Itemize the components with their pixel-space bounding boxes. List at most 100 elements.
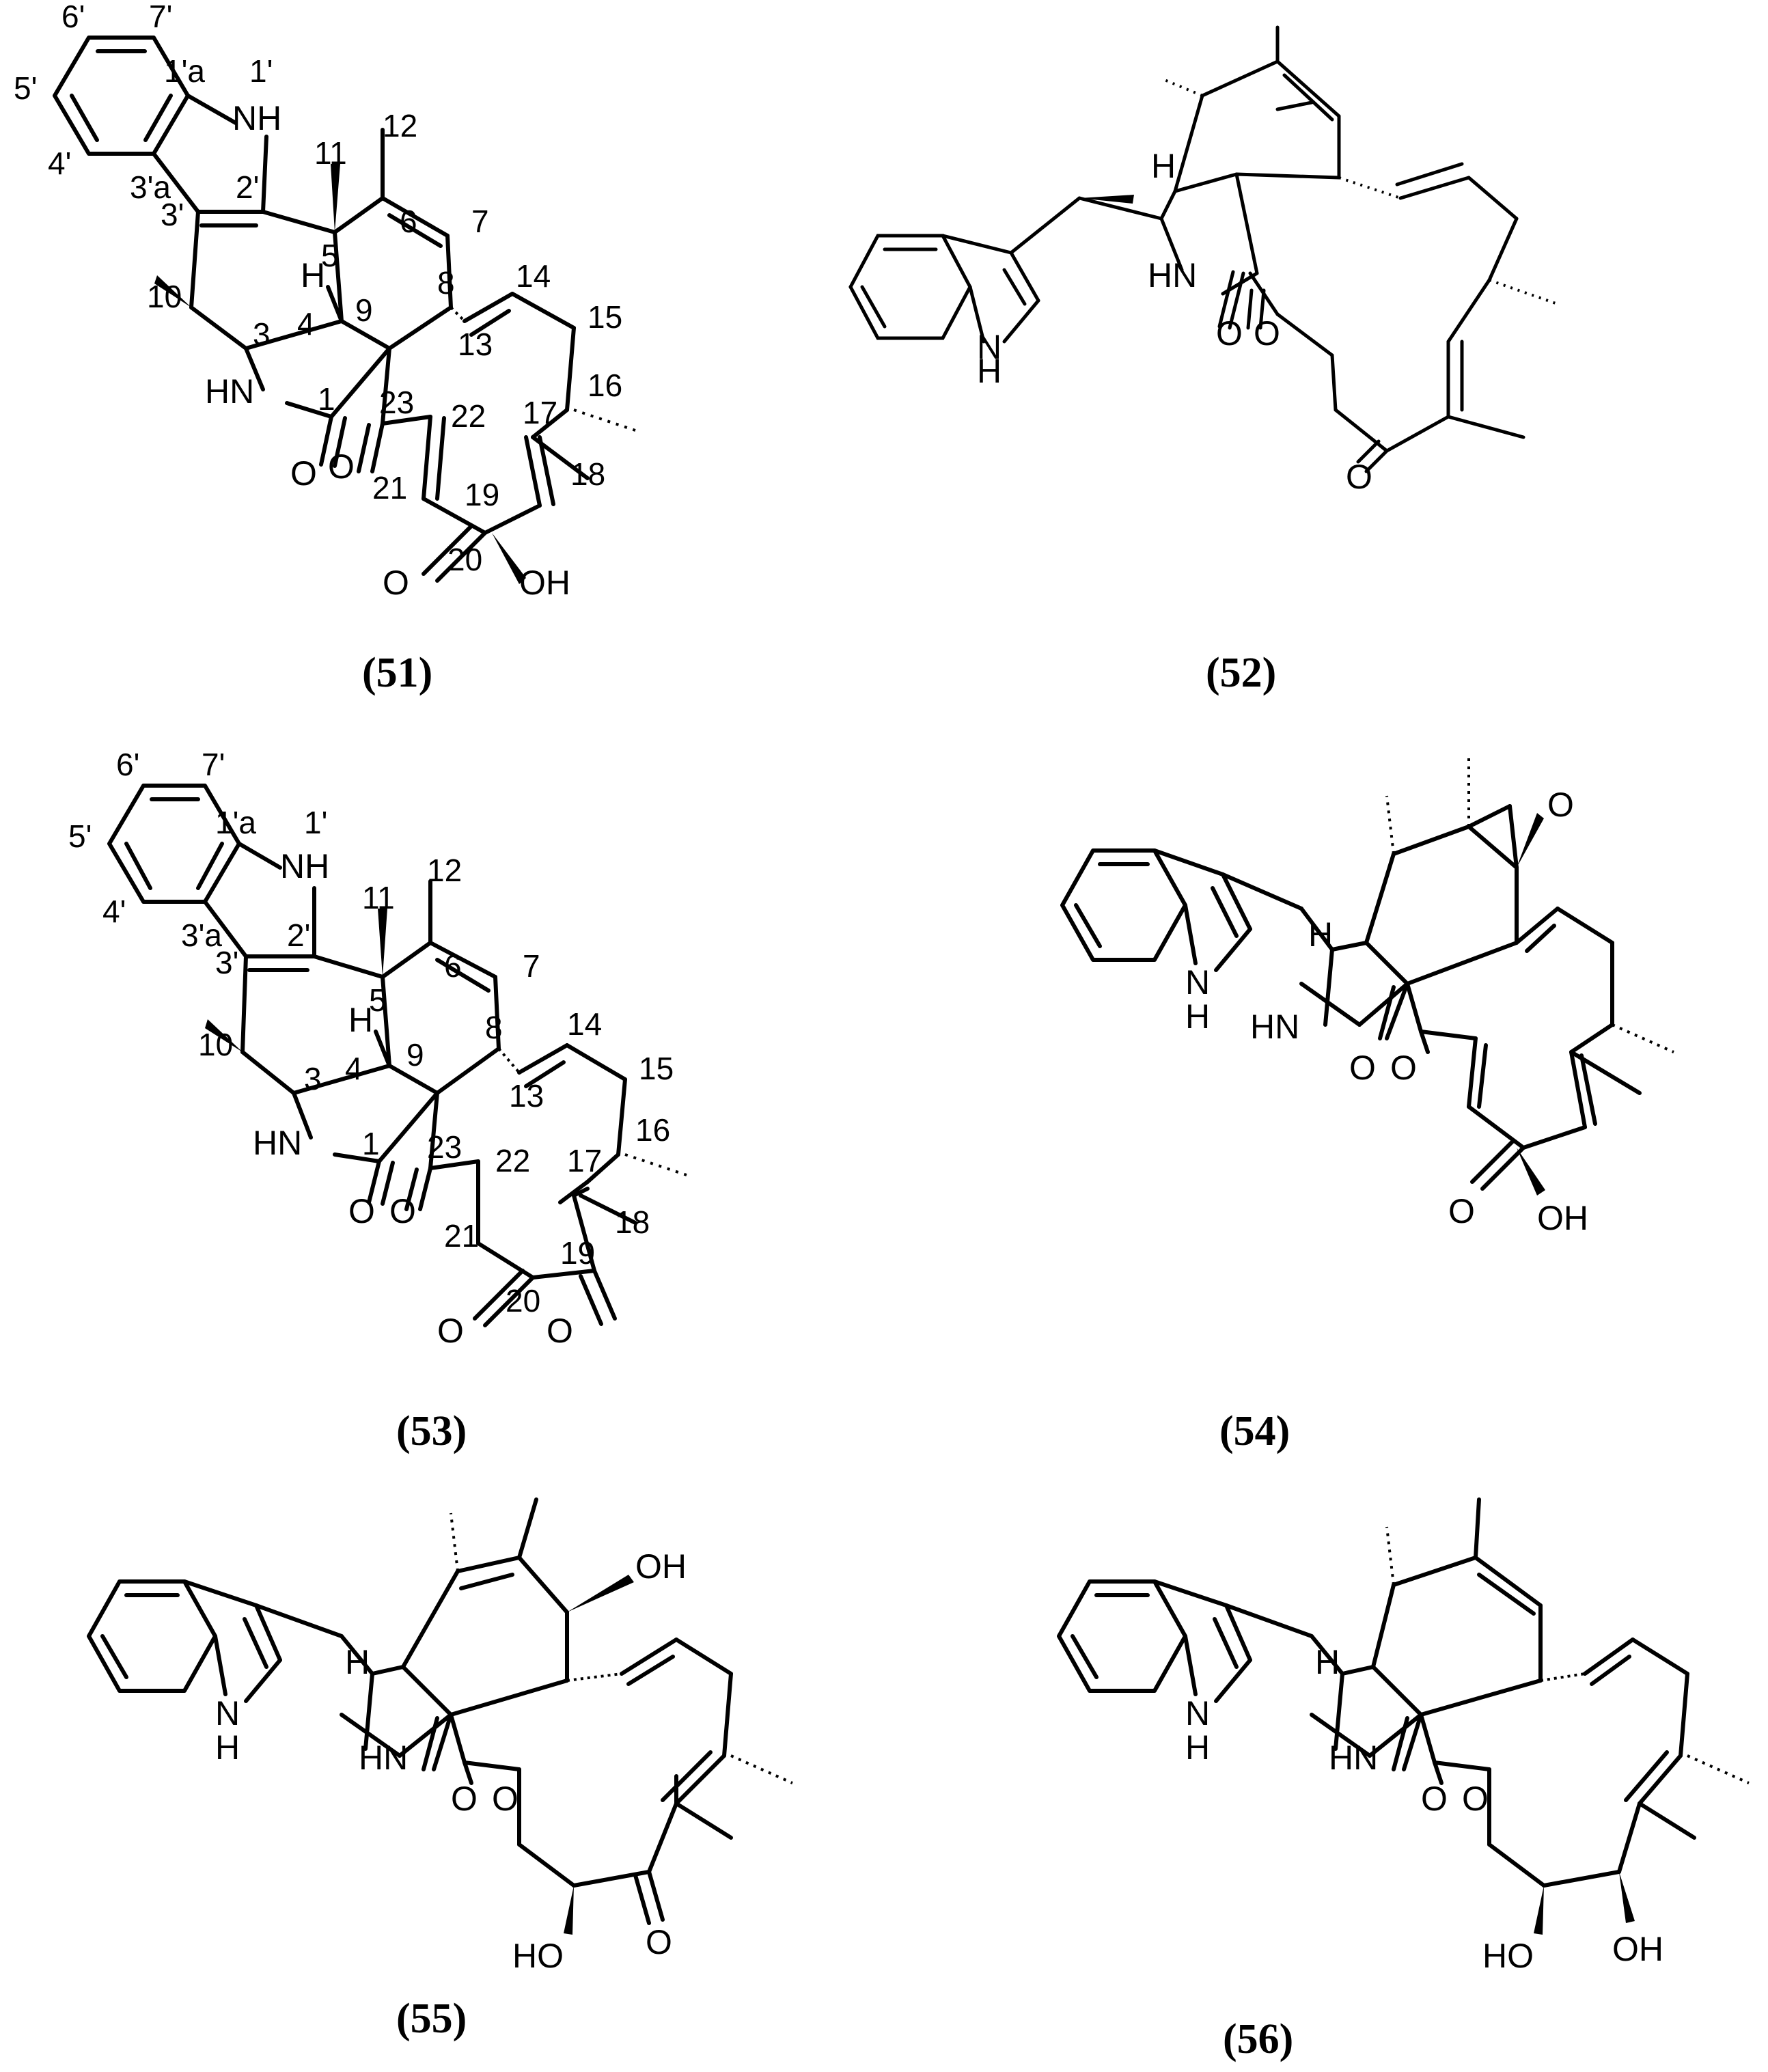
compound-56-hash-me — [1385, 1526, 1395, 1586]
compound-53-atoms: NH HN H O O O O — [253, 847, 573, 1350]
compound-54-wedge-epoxide — [1517, 813, 1544, 868]
label-3: 3 — [253, 316, 271, 352]
compound-56-hash-8 — [1540, 1672, 1586, 1682]
caption-52: (52) — [1206, 650, 1276, 696]
label-5p: 5' — [14, 70, 37, 106]
atom-o-lactam: O — [290, 454, 317, 493]
caption-55: (55) — [396, 1995, 467, 2042]
label-5p: 5' — [68, 818, 92, 854]
atom-hn: HN — [1250, 1008, 1299, 1046]
compound-56: H N H HN O O HO OH (56) — [1057, 1497, 1750, 2062]
compound-51: 7' 6' 5' 4' 1'a 1' 3'a 2' 3' 11 12 6 5 7… — [14, 0, 636, 696]
caption-56: (56) — [1223, 2016, 1293, 2062]
label-4p: 4' — [48, 146, 71, 181]
compound-54-bonds — [1060, 804, 1642, 1191]
atom-nh: NH — [232, 99, 281, 137]
label-3pa: 3'a — [130, 169, 171, 205]
atom-oh-top: OH — [635, 1547, 687, 1586]
compound-55-wedge-ho — [564, 1885, 574, 1935]
compound-52-hash-16 — [1489, 279, 1558, 305]
atom-nh-h: H — [1185, 1728, 1210, 1767]
compound-56-bonds — [1057, 1497, 1696, 1888]
atom-n: N — [1185, 1694, 1210, 1732]
compound-55-hash-8 — [566, 1672, 622, 1682]
compound-54-hash-me1 — [1385, 795, 1395, 855]
compound-54: H O N H HN O O O OH (54) — [1060, 758, 1674, 1454]
atom-o-epoxide: O — [1547, 786, 1574, 824]
compound-51-hash-16 — [573, 409, 636, 432]
label-10: 10 — [198, 1027, 233, 1062]
atom-hn: HN — [359, 1739, 408, 1777]
label-8: 8 — [485, 1010, 503, 1045]
label-18: 18 — [570, 456, 605, 492]
label-6: 6 — [444, 948, 462, 984]
compound-55-wedge-oh — [567, 1575, 634, 1612]
compound-51-bonds — [53, 36, 590, 583]
label-13: 13 — [458, 327, 493, 362]
label-22: 22 — [451, 398, 486, 434]
label-1: 1 — [362, 1126, 380, 1161]
compound-53-bonds — [107, 784, 637, 1327]
label-11: 11 — [362, 880, 395, 915]
atom-h: H — [345, 1643, 370, 1681]
label-19: 19 — [465, 477, 499, 512]
label-14: 14 — [516, 258, 551, 294]
atom-oh: OH — [1612, 1930, 1663, 1968]
atom-nh-h: H — [977, 352, 1002, 390]
label-7p: 7' — [149, 0, 172, 34]
compound-56-wedge-ho — [1534, 1885, 1544, 1935]
label-10: 10 — [147, 279, 182, 314]
compound-53-hash-8 — [497, 1047, 521, 1074]
atom-nh-h: H — [215, 1728, 240, 1767]
compound-53-wedge-10 — [205, 1019, 243, 1052]
compound-52-bonds — [848, 25, 1525, 473]
compound-51-numbering: 7' 6' 5' 4' 1'a 1' 3'a 2' 3' 11 12 6 5 7… — [14, 0, 622, 577]
label-8: 8 — [437, 265, 455, 301]
label-21: 21 — [444, 1218, 479, 1254]
compound-55-hash-16 — [730, 1754, 793, 1784]
atom-o-lactam: O — [451, 1780, 478, 1818]
label-15: 15 — [639, 1051, 674, 1086]
caption-53: (53) — [396, 1408, 467, 1454]
atom-ho: HO — [1482, 1937, 1534, 1975]
compound-53-wedge-11 — [378, 909, 387, 977]
label-1p: 1' — [304, 805, 327, 840]
atom-n: N — [1185, 963, 1210, 1002]
atom-hn: HN — [205, 372, 254, 411]
label-4: 4 — [297, 306, 315, 342]
label-20: 20 — [506, 1283, 540, 1318]
atom-o-20: O — [437, 1312, 464, 1350]
label-1: 1 — [318, 381, 335, 417]
label-2p: 2' — [287, 917, 310, 953]
atom-o-ketone: O — [492, 1780, 519, 1818]
label-1pa: 1'a — [164, 53, 205, 89]
label-23: 23 — [427, 1129, 462, 1165]
caption-54: (54) — [1219, 1408, 1290, 1454]
atom-o-23: O — [389, 1192, 416, 1230]
compound-51-atoms: NH HN H O O O OH — [205, 99, 570, 602]
compound-56-wedge-oh — [1619, 1872, 1635, 1923]
atom-nh-h: H — [1185, 997, 1210, 1036]
atom-h: H — [1308, 915, 1333, 954]
compound-53-hash-16 — [624, 1153, 687, 1176]
compound-53-numbering: 7' 6' 5' 4' 1'a 1' 3'a 2' 3' 11 12 6 5 7… — [68, 747, 674, 1318]
atom-o-lactam: O — [1349, 1049, 1376, 1087]
atom-o-23: O — [328, 447, 355, 486]
atom-n: N — [977, 328, 1002, 366]
label-22: 22 — [495, 1143, 530, 1178]
atom-o-lactam: O — [348, 1192, 375, 1230]
compound-51-hash-8 — [450, 306, 466, 322]
compound-52-hash-8 — [1338, 176, 1401, 199]
compound-51-wedge-10 — [154, 275, 191, 307]
label-6p: 6' — [116, 747, 139, 782]
label-7: 7 — [523, 948, 540, 984]
label-9: 9 — [355, 292, 373, 328]
compound-53-h4-bond — [374, 1030, 391, 1068]
label-1pa: 1'a — [215, 805, 256, 840]
label-19: 19 — [560, 1235, 595, 1271]
atom-o-ketone: O — [1254, 314, 1280, 353]
label-12: 12 — [427, 853, 462, 888]
atom-o-lactam: O — [1421, 1780, 1448, 1818]
compound-52-hash-me — [1161, 77, 1203, 97]
